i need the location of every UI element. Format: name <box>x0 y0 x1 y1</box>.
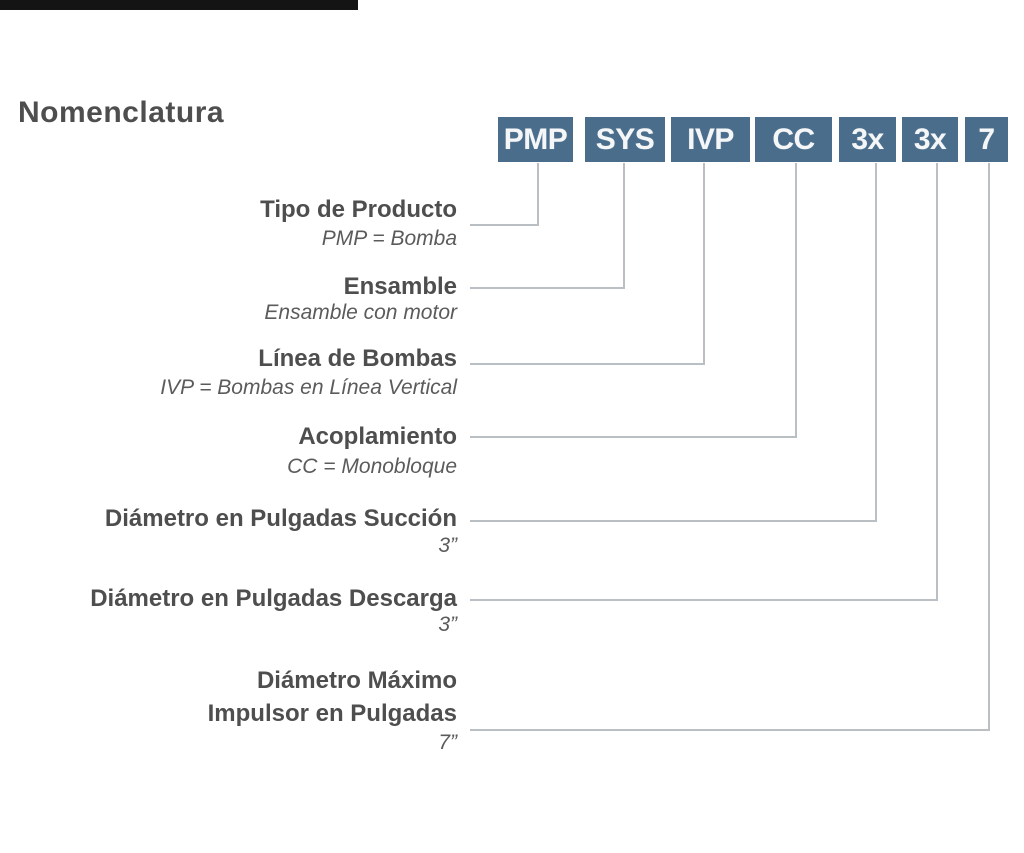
row-subtitle-diametro-maximo: 7” <box>438 731 457 754</box>
connector-line-sys <box>470 163 625 289</box>
row-subtitle-diametro-succion: 3” <box>438 534 457 557</box>
row-title-linea-de-bombas: Línea de Bombas <box>258 345 457 372</box>
code-box-ivp: IVP <box>671 117 750 162</box>
connector-line-suction <box>470 163 877 522</box>
connector-line-pmp <box>470 163 539 226</box>
connector-line-ivp <box>470 163 705 365</box>
code-box-discharge: 3x <box>902 117 958 162</box>
row-title-diametro-maximo-line2: Impulsor en Pulgadas <box>207 700 457 727</box>
code-box-suction: 3x <box>839 117 896 162</box>
connector-line-impeller <box>470 163 990 731</box>
row-subtitle-tipo-de-producto: PMP = Bomba <box>321 227 457 250</box>
row-title-acoplamiento: Acoplamiento <box>298 423 457 450</box>
row-subtitle-linea-de-bombas: IVP = Bombas en Línea Vertical <box>160 376 457 399</box>
code-box-sys: SYS <box>585 117 665 162</box>
row-subtitle-acoplamiento: CC = Monobloque <box>287 455 457 478</box>
row-title-diametro-succion: Diámetro en Pulgadas Succión <box>104 505 457 532</box>
code-box-impeller: 7 <box>965 117 1008 162</box>
row-title-ensamble: Ensamble <box>343 273 457 300</box>
row-title-tipo-de-producto: Tipo de Producto <box>260 196 457 223</box>
row-title-diametro-descarga: Diámetro en Pulgadas Descarga <box>90 585 457 612</box>
row-subtitle-ensamble: Ensamble con motor <box>264 301 457 324</box>
connector-line-discharge <box>470 163 938 601</box>
page-title: Nomenclatura <box>18 96 225 129</box>
top-dark-bar <box>0 0 358 10</box>
code-box-cc: CC <box>755 117 832 162</box>
code-box-pmp: PMP <box>498 117 573 162</box>
row-title-diametro-maximo-line1: Diámetro Máximo <box>256 667 457 694</box>
connector-line-cc <box>470 163 797 438</box>
row-subtitle-diametro-descarga: 3” <box>438 613 457 636</box>
